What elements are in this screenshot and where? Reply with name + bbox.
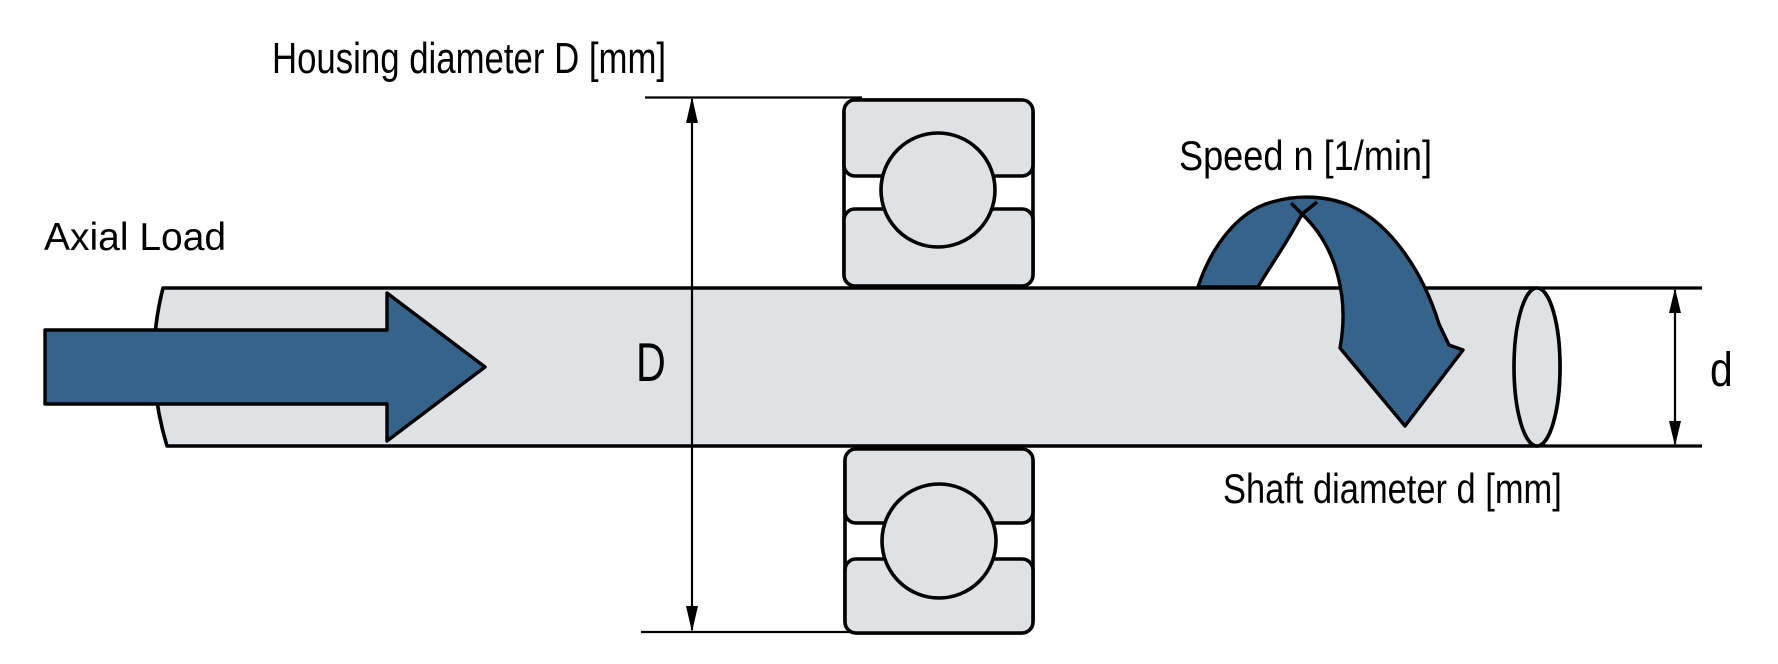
shaft-end-face [1512,286,1562,448]
rotation-arrow-icon [1196,195,1465,428]
shaft-diameter-dimension [1669,288,1681,446]
top-bearing-ball [879,131,997,249]
shaft-diameter-label: Shaft diameter d [mm] [1223,465,1562,512]
shaft-dim-arrowhead-down-icon [1669,421,1681,446]
housing-dim-arrowhead-up-icon [686,97,698,123]
bottom-bearing-ball [880,482,998,600]
bottom-bearing [843,447,1035,635]
housing-diameter-label: Housing diameter D [mm] [272,34,667,83]
speed-label: Speed n [1/min] [1179,132,1433,179]
shaft-dim-arrowhead-up-icon [1669,288,1681,313]
shaft-diameter-symbol: d [1710,344,1733,397]
rotation-arrow-cross-lines [1289,200,1319,216]
axial-load-arrow-icon [43,291,487,443]
top-bearing [842,98,1035,288]
rotation-arrow-ribbon [1196,195,1465,428]
housing-diameter-dimension [641,96,862,634]
axial-load-label: Axial Load [44,216,227,259]
housing-diameter-symbol: D [636,331,666,393]
housing-dim-arrowhead-down-icon [686,606,698,632]
